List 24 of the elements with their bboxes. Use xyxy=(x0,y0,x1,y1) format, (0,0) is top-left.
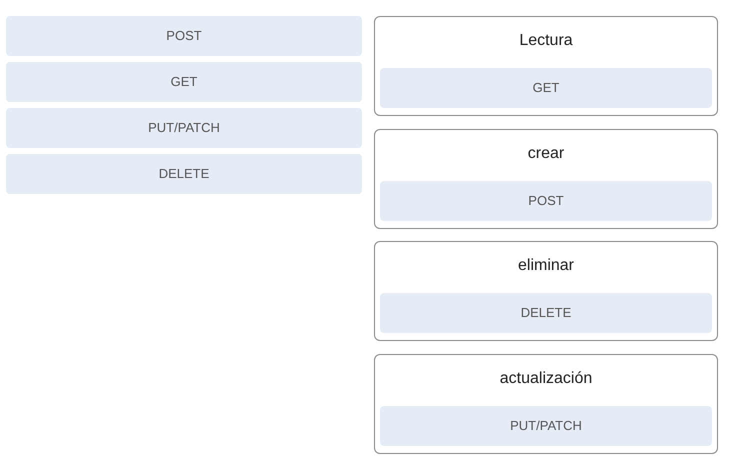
card-heading: crear xyxy=(528,144,564,164)
method-label: POST xyxy=(528,193,564,209)
method-label: POST xyxy=(166,28,202,44)
method-tile xyxy=(6,62,362,102)
category-card xyxy=(374,354,718,454)
method-label: GET xyxy=(170,74,198,90)
method-label: PUT/PATCH xyxy=(148,120,220,136)
method-label: DELETE xyxy=(520,305,572,321)
method-tile xyxy=(6,16,362,56)
category-card xyxy=(374,129,718,229)
method-tile xyxy=(380,406,712,446)
method-label: PUT/PATCH xyxy=(510,418,582,434)
category-card xyxy=(374,16,718,116)
category-card xyxy=(374,241,718,341)
method-label: DELETE xyxy=(158,166,210,182)
method-label: GET xyxy=(532,80,560,96)
card-heading: eliminar xyxy=(518,256,574,276)
method-tile xyxy=(6,108,362,148)
method-tile xyxy=(380,68,712,108)
method-tile xyxy=(6,154,362,194)
method-tile xyxy=(380,293,712,333)
method-tile xyxy=(380,181,712,221)
card-heading: Lectura xyxy=(519,31,573,51)
card-heading: actualización xyxy=(500,369,592,389)
